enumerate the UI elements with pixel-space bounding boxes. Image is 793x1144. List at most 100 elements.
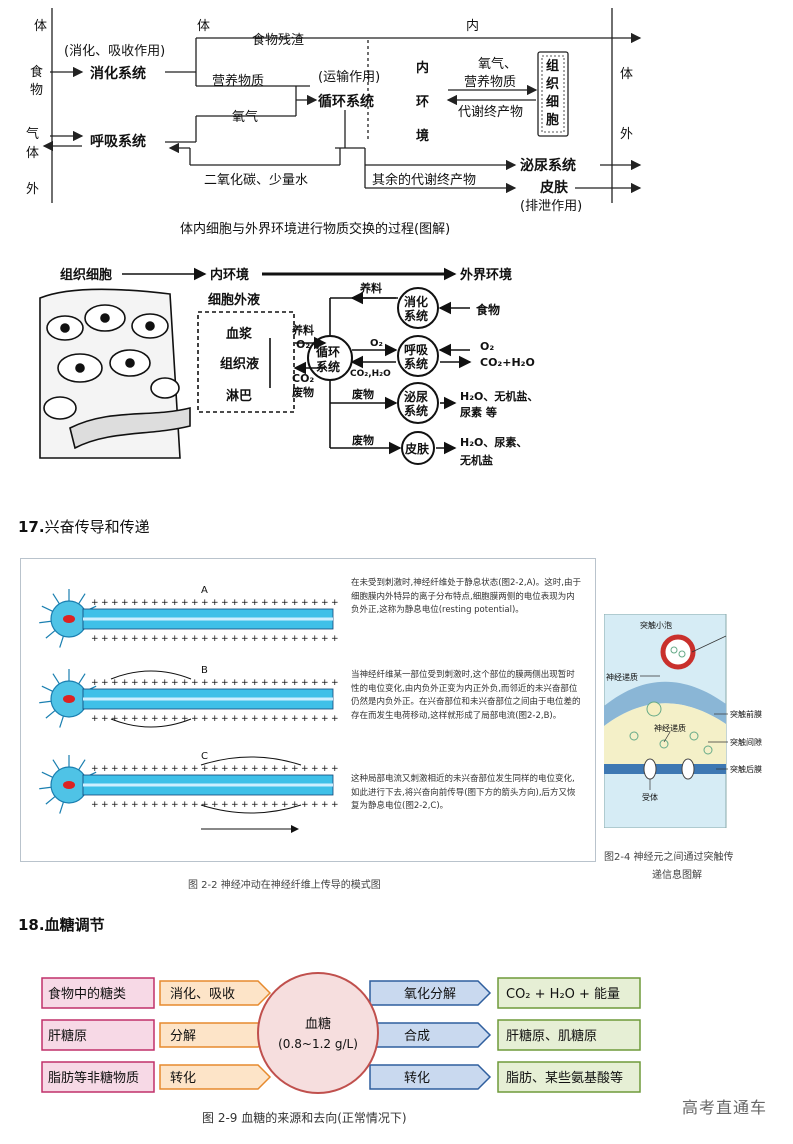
- charge-sign: +: [141, 598, 149, 608]
- charge-sign: +: [111, 714, 119, 724]
- charge-sign: +: [301, 634, 309, 644]
- charge-sign: +: [281, 678, 289, 688]
- dendrite: [41, 771, 53, 778]
- nerve-fibers: ++++++++++++++++++++++++++++++++++++++++…: [39, 585, 339, 833]
- charge-sign: +: [321, 598, 329, 608]
- label-skin: 皮肤: [404, 441, 430, 456]
- charge-sign: +: [261, 714, 269, 724]
- charge-sign: +: [291, 800, 299, 810]
- label-resp-1: 呼吸: [404, 342, 429, 357]
- left-label-wai: 外: [26, 182, 39, 197]
- charge-sign: +: [281, 598, 289, 608]
- charge-sign: +: [261, 800, 269, 810]
- charge-sign: +: [191, 598, 199, 608]
- charge-sign: +: [301, 800, 309, 810]
- neuron-nucleus: [63, 781, 75, 789]
- label-circ-1: 循环: [316, 344, 340, 359]
- charge-sign: +: [201, 764, 209, 774]
- charge-sign: +: [301, 678, 309, 688]
- label-co2h2o-mid: CO₂,H₂O: [350, 369, 391, 379]
- dendrite: [45, 710, 56, 719]
- paragraph-a: 在未受到刺激时,神经纤维处于静息状态(图2-2,A)。这时,由于细胞膜内外特异的…: [351, 578, 581, 615]
- charge-sign: +: [231, 764, 239, 774]
- section-17-title: 17.兴奋传导和传递: [18, 516, 150, 537]
- label-urin-2: 系统: [404, 403, 428, 418]
- current-arc: [110, 718, 192, 728]
- charge-sign: +: [121, 634, 129, 644]
- charge-sign: +: [221, 764, 229, 774]
- label-food: 食物: [475, 302, 500, 317]
- charge-sign: +: [131, 714, 139, 724]
- charge-sign: +: [181, 678, 189, 688]
- charge-sign: +: [181, 764, 189, 774]
- charge-sign: +: [171, 714, 179, 724]
- neuron-nucleus: [63, 695, 75, 703]
- charge-sign: +: [191, 764, 199, 774]
- charge-sign: +: [331, 800, 339, 810]
- charge-sign: +: [91, 714, 99, 724]
- charge-sign: +: [141, 800, 149, 810]
- charge-sign: +: [261, 764, 269, 774]
- charge-sign: +: [181, 714, 189, 724]
- current-arc: [200, 756, 302, 766]
- label-neurotransmitter-1: 神经递质: [606, 672, 638, 682]
- charge-sign: +: [181, 598, 189, 608]
- charge-sign: +: [181, 800, 189, 810]
- charge-sign: +: [111, 634, 119, 644]
- charge-sign: +: [221, 714, 229, 724]
- internal-env-3: 境: [416, 128, 429, 144]
- fig4-caption-1: 图2-4 神经元之间通过突触传: [604, 852, 734, 863]
- charge-sign: +: [121, 598, 129, 608]
- fiber-label: B: [201, 665, 208, 676]
- charge-sign: +: [331, 598, 339, 608]
- charge-sign: +: [261, 598, 269, 608]
- charge-sign: +: [241, 598, 249, 608]
- charge-sign: +: [321, 764, 329, 774]
- charge-sign: +: [251, 764, 259, 774]
- section-18-text: 血糖调节: [44, 916, 105, 934]
- tissue-cell-1: 组: [546, 58, 559, 74]
- food-residue: 食物残渣: [252, 32, 304, 48]
- tissue-cell-2: 织: [546, 76, 559, 92]
- charge-sign: +: [191, 800, 199, 810]
- sink-action-label: 氧化分解: [404, 987, 456, 1002]
- charge-sign: +: [131, 634, 139, 644]
- charge-sign: +: [271, 800, 279, 810]
- charge-sign: +: [321, 634, 329, 644]
- charge-sign: +: [271, 634, 279, 644]
- charge-sign: +: [151, 800, 159, 810]
- charge-sign: +: [241, 634, 249, 644]
- paragraph-c: 这种局部电流又刺激相近的未兴奋部位发生同样的电位变化,如此进行下去,将兴奋向前传…: [351, 774, 576, 811]
- charge-sign: +: [281, 634, 289, 644]
- charge-sign: +: [201, 800, 209, 810]
- label-inner-env: 内环境: [210, 267, 249, 283]
- charge-sign: +: [171, 598, 179, 608]
- label-lymph: 淋巴: [226, 388, 252, 404]
- charge-sign: +: [331, 634, 339, 644]
- charge-sign: +: [91, 634, 99, 644]
- label-tissue-fluid: 组织液: [220, 356, 259, 372]
- label-presynaptic: 突触前膜: [730, 709, 762, 719]
- charge-sign: +: [131, 764, 139, 774]
- sink-box: [497, 1061, 641, 1093]
- sink-arrow: [369, 1064, 492, 1090]
- charge-sign: +: [131, 678, 139, 688]
- label-outer-env: 外界环境: [459, 267, 512, 283]
- urinary-system: 泌尿系统: [520, 157, 576, 174]
- charge-sign: +: [321, 800, 329, 810]
- label-circ-2: 系统: [316, 359, 340, 374]
- charge-sign: +: [91, 764, 99, 774]
- other-waste: 其余的代谢终产物: [372, 172, 476, 188]
- charge-sign: +: [281, 714, 289, 724]
- source-action-label: 转化: [170, 1071, 196, 1086]
- section-17-number: 17.: [18, 518, 45, 536]
- charge-sign: +: [101, 598, 109, 608]
- charge-sign: +: [111, 598, 119, 608]
- label-urin-1: 泌尿: [404, 389, 428, 404]
- sink-arrow: [369, 980, 492, 1006]
- charge-sign: +: [281, 800, 289, 810]
- watermark-text: 高考直通车: [681, 1098, 767, 1117]
- conduction-arrowhead: [291, 825, 299, 833]
- source-action-label: 分解: [170, 1029, 196, 1044]
- charge-sign: +: [111, 764, 119, 774]
